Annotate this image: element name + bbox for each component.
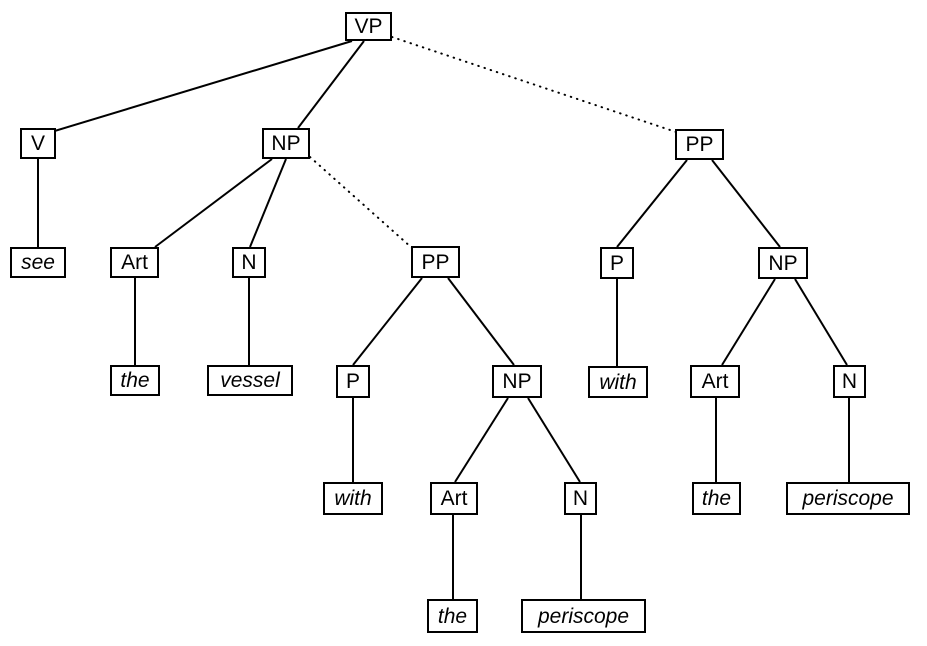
tree-node-art1[interactable]: Art <box>110 247 159 278</box>
tree-node-with-right[interactable]: with <box>588 366 648 398</box>
tree-edge-pp-mid-to-np-mid <box>447 277 515 366</box>
tree-node-the-mid[interactable]: the <box>427 599 478 633</box>
tree-node-v[interactable]: V <box>20 128 56 159</box>
tree-edge-np1-to-n1 <box>249 158 287 248</box>
tree-edge-np-right-to-art-right <box>721 278 776 366</box>
tree-edge-vp-to-pp-right <box>391 36 677 133</box>
tree-edge-vp-to-np1 <box>297 40 365 129</box>
tree-node-n-right[interactable]: N <box>833 365 866 398</box>
tree-edge-np1-to-pp-mid <box>309 156 413 249</box>
tree-node-with-mid[interactable]: with <box>323 482 383 515</box>
tree-node-vp[interactable]: VP <box>345 12 392 41</box>
tree-node-np-right[interactable]: NP <box>758 247 808 279</box>
tree-node-np-mid[interactable]: NP <box>492 365 542 398</box>
tree-node-the1[interactable]: the <box>110 365 160 396</box>
tree-edge-np-mid-to-n-mid <box>527 397 581 483</box>
tree-node-n-mid[interactable]: N <box>564 482 597 515</box>
tree-node-p-right[interactable]: P <box>600 247 634 279</box>
tree-edge-pp-right-to-p-right <box>616 159 688 248</box>
tree-node-art-mid[interactable]: Art <box>430 482 478 515</box>
tree-edge-pp-right-to-np-right <box>711 159 781 248</box>
tree-edge-np-mid-to-art-mid <box>454 397 509 483</box>
tree-node-periscope-right[interactable]: periscope <box>786 482 910 515</box>
tree-node-periscope-mid[interactable]: periscope <box>521 599 646 633</box>
tree-edge-np1-to-art1 <box>154 158 273 248</box>
tree-node-np1[interactable]: NP <box>262 128 310 159</box>
tree-node-pp-mid[interactable]: PP <box>411 246 460 278</box>
tree-edge-pp-mid-to-p-mid <box>352 277 423 366</box>
tree-edge-np-right-to-n-right <box>794 278 848 366</box>
tree-node-pp-right[interactable]: PP <box>675 129 724 160</box>
tree-edge-vp-to-v <box>47 40 353 134</box>
tree-node-art-right[interactable]: Art <box>690 365 740 398</box>
tree-node-n1[interactable]: N <box>232 247 266 278</box>
tree-node-the-right[interactable]: the <box>692 482 741 515</box>
tree-node-p-mid[interactable]: P <box>336 365 370 398</box>
tree-node-see[interactable]: see <box>10 247 66 278</box>
tree-node-vessel[interactable]: vessel <box>207 365 293 396</box>
